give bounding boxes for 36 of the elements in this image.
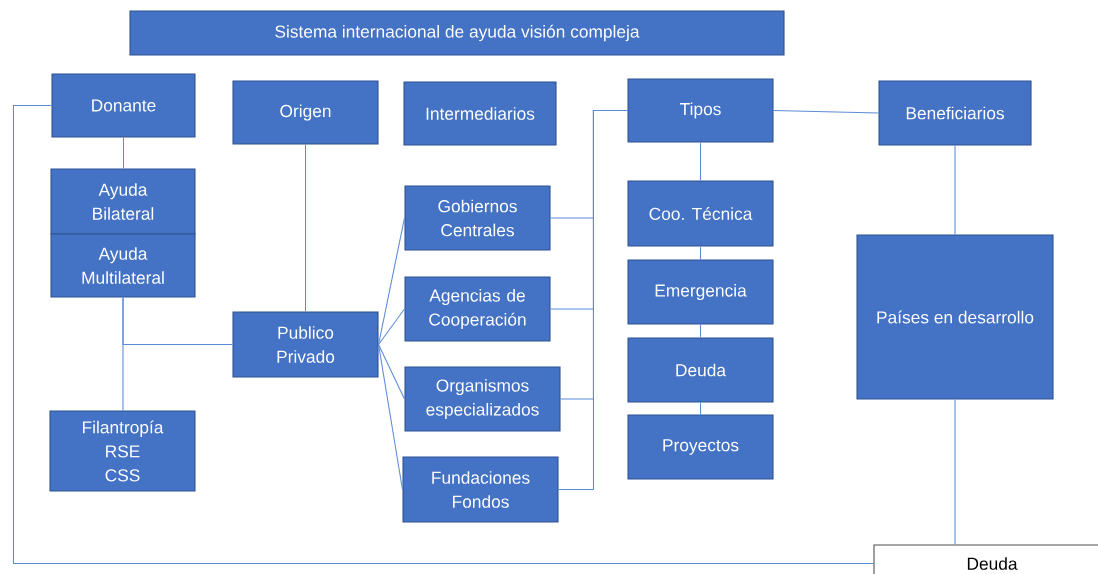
connector-line [12,104,874,565]
process-box: Emergencia [627,259,774,325]
process-box: Organismos especializados [404,366,561,432]
process-box: Origen [232,80,379,145]
connector-line [122,137,125,169]
connector-line [699,402,702,415]
connector-line [954,399,956,545]
process-box: Deuda [627,337,774,403]
connector-line [378,308,405,346]
process-box: Ayuda Multilateral [50,233,196,298]
connector-line [378,343,403,491]
connector-line [122,297,233,346]
connector-line [304,144,307,312]
connector-line [773,109,879,114]
process-box: Coo. Técnica [627,180,774,247]
process-box: Intermediarios [403,81,557,146]
connector-line [378,343,405,400]
process-box: Deuda [873,544,1098,574]
process-box: Fundaciones Fondos [402,456,559,523]
process-box: Tipos [627,78,774,143]
process-box: Publico Privado [232,311,379,378]
process-box: Países en desarrollo [856,234,1054,400]
connector-line [699,142,702,181]
connector-line [558,109,628,491]
connector-line [954,145,956,235]
process-box: Agencias de Cooperación [404,276,551,342]
title-box: Sistema internacional de ayuda visión compleja [129,10,785,56]
connector-line [699,246,702,260]
connector-line [378,217,405,346]
connector-line [699,324,702,338]
process-box: Donante [51,73,196,138]
process-box: Beneficiarios [878,80,1032,146]
process-box: Proyectos [627,414,774,480]
process-box: Filantropía RSE CSS [49,410,196,492]
process-box: Ayuda Bilateral [50,168,196,235]
process-box: Gobiernos Centrales [404,185,551,251]
